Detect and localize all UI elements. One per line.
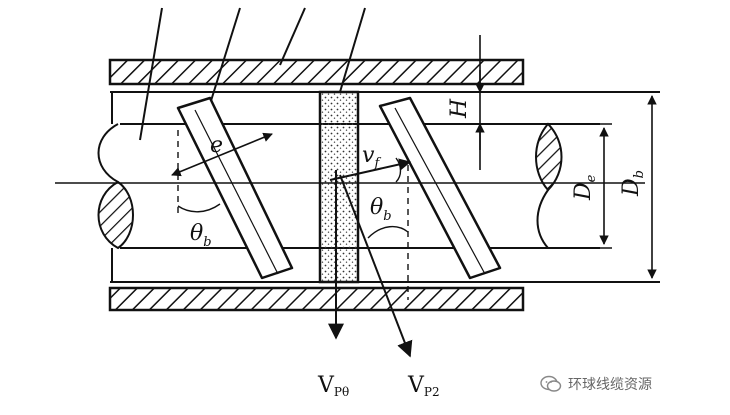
screw-flight-right [378,96,502,280]
barrel-inner-lines [110,91,660,283]
velocity-vectors [328,157,413,358]
barrel-wall-bottom [108,286,525,312]
shaft-break-right [535,122,563,249]
label-De: De [571,174,599,201]
label-vf: vf [362,143,381,171]
flight-thickness-dimension [171,132,273,177]
barrel-wall-top [108,58,525,86]
label-vp0: VPθ [317,373,349,399]
theta-left-construction [177,130,221,216]
label-theta-left: θb [190,221,212,250]
label-vp2: VP2 [407,373,440,399]
root-diameter-dimension [560,123,612,249]
watermark: 环球线缆资源 [540,372,720,396]
watermark-text: 环球线缆资源 [568,377,652,393]
label-H: H [447,98,472,119]
shaft-break-left [97,123,134,250]
label-theta-right: θb [370,195,392,224]
label-e: e [210,133,223,158]
material-slab [318,90,360,284]
label-Db: Db [619,170,647,197]
wechat-icon [540,375,562,392]
